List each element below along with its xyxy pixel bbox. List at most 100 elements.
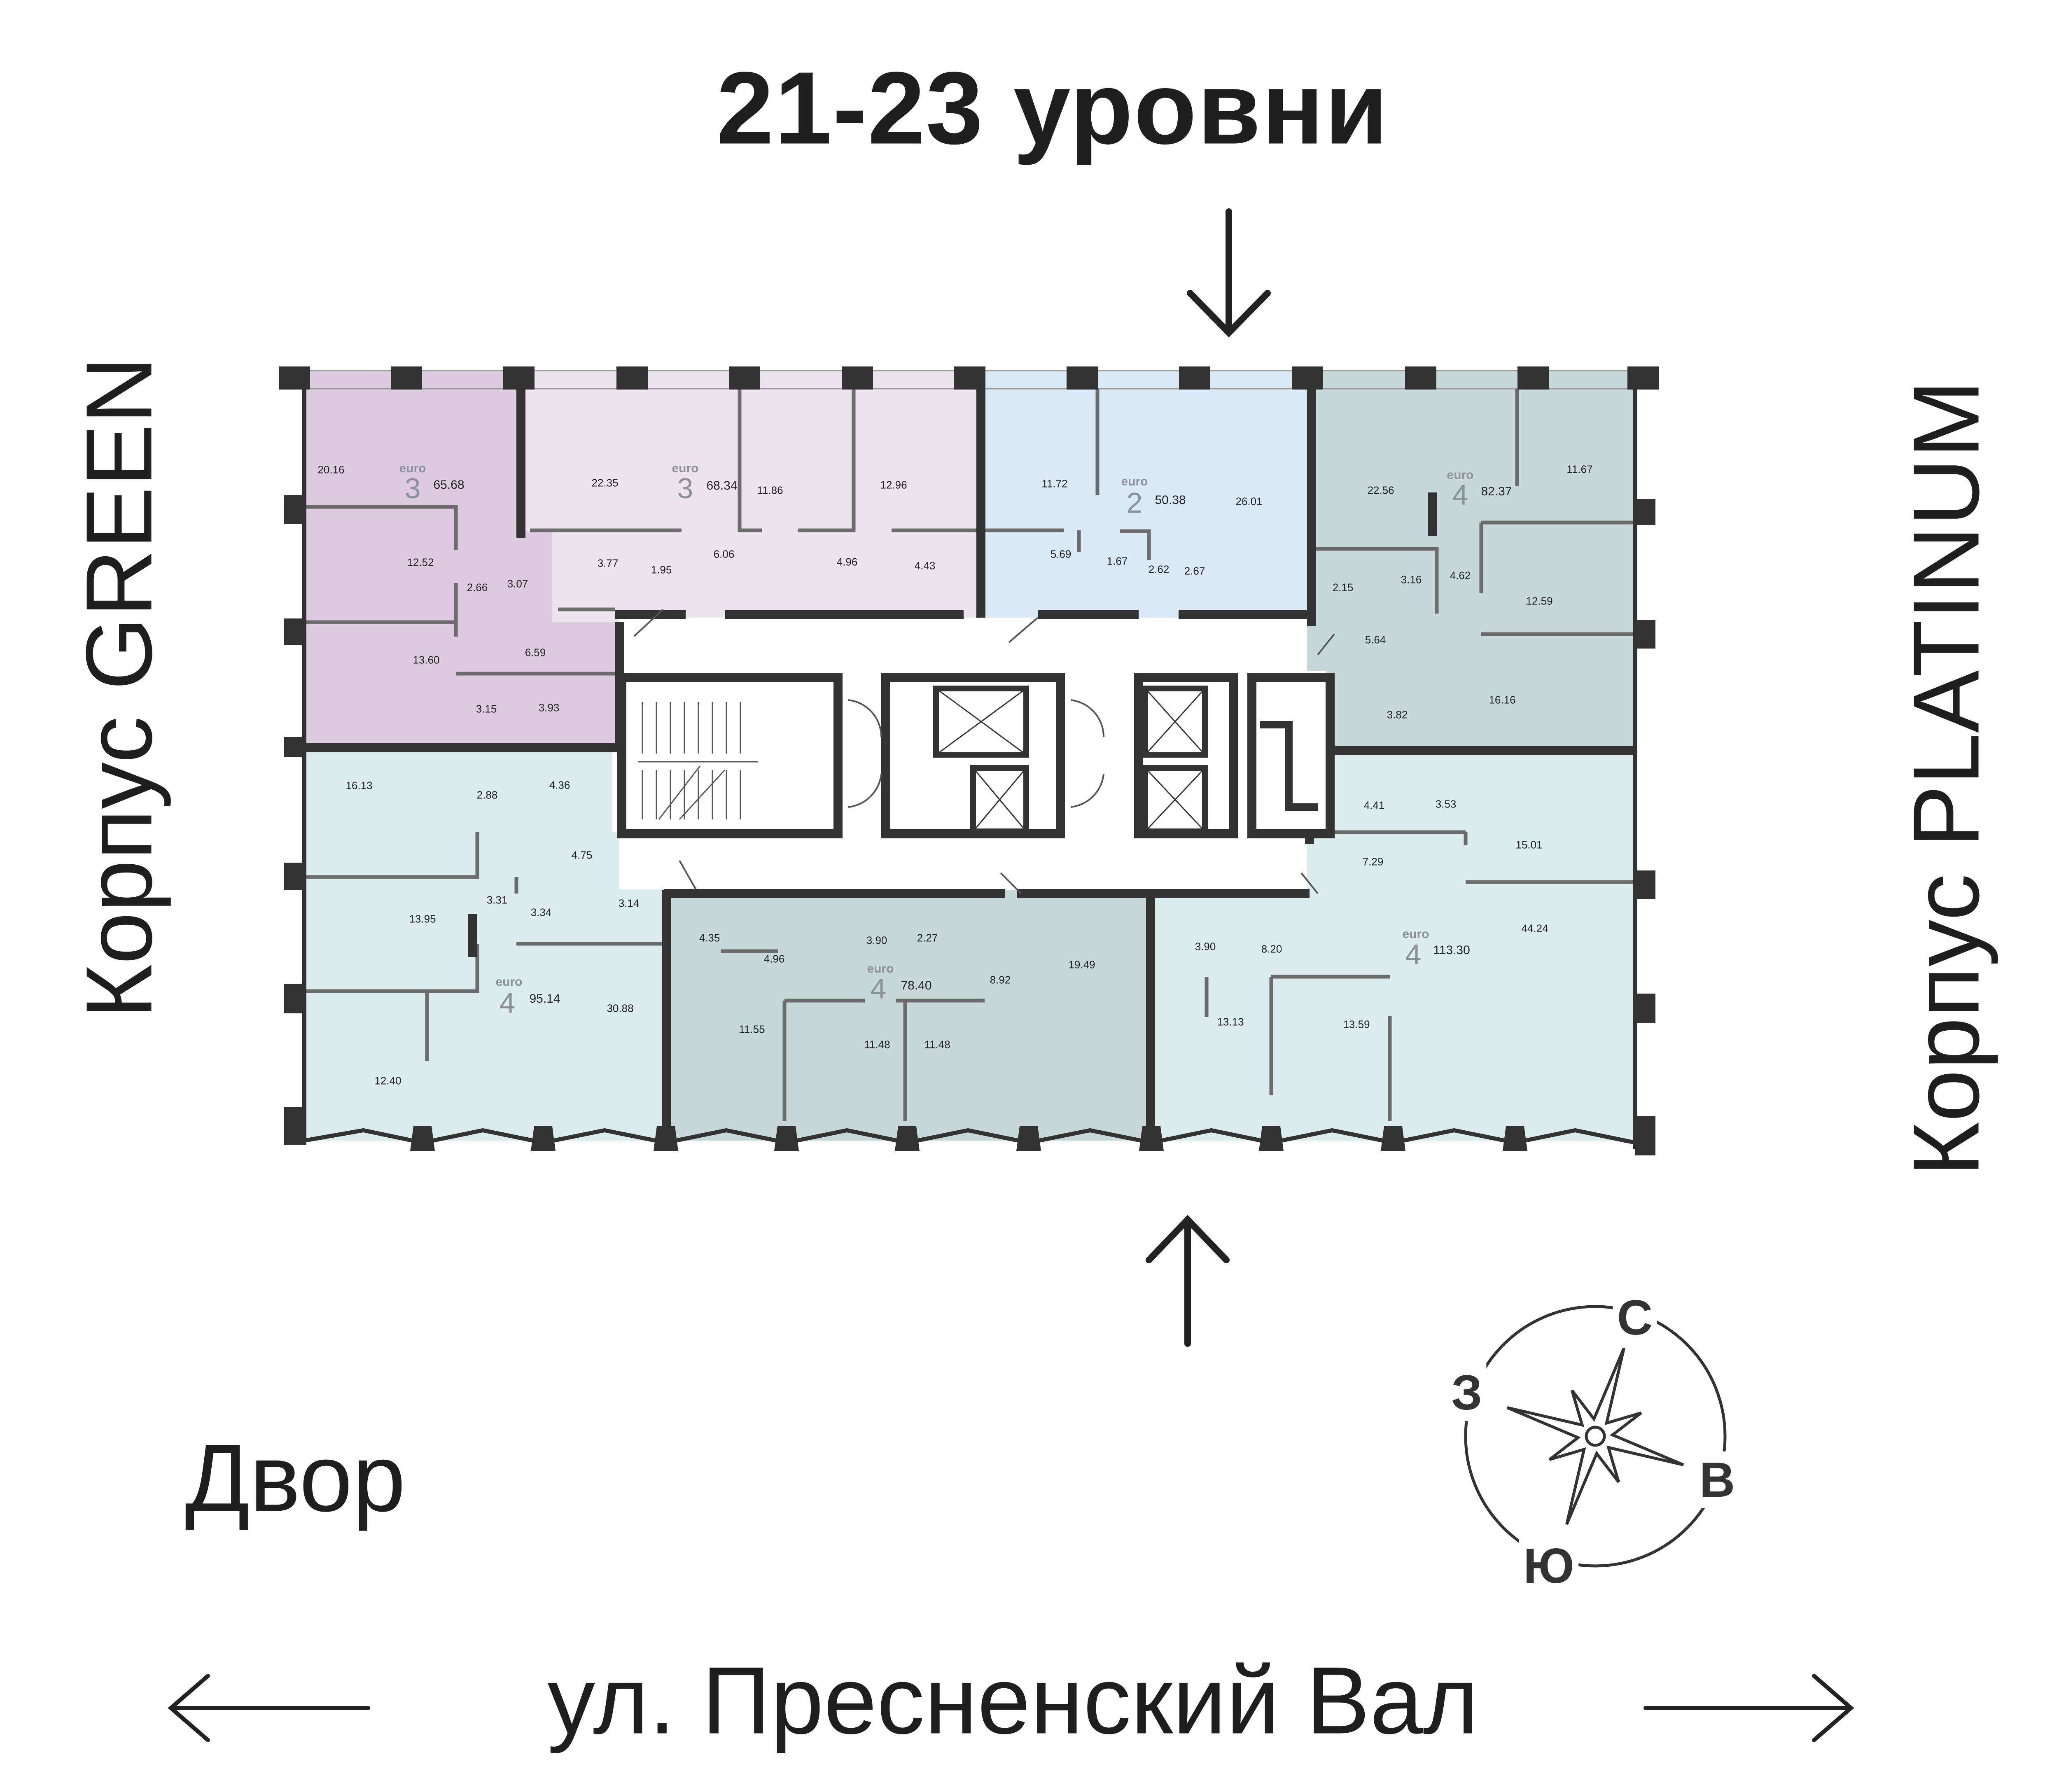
column — [774, 1126, 799, 1151]
room-area-label: 13.95 — [409, 912, 436, 925]
room-area-label: 3.07 — [507, 577, 528, 590]
column — [1635, 870, 1655, 899]
column — [1635, 499, 1655, 525]
room-area-label: 3.90 — [866, 934, 887, 947]
arrow-up-icon — [1146, 1215, 1230, 1347]
room-area-label: 7.29 — [1362, 855, 1384, 868]
room-area-label: 11.48 — [864, 1038, 890, 1051]
apartment-total-area: 50.38 — [1155, 493, 1186, 507]
courtyard-label: Двор — [185, 1425, 406, 1532]
stair-steps — [638, 702, 758, 820]
column — [503, 366, 535, 390]
room-count: 4 — [1452, 479, 1468, 511]
column — [1259, 1126, 1284, 1151]
room-area-label: 3.16 — [1401, 573, 1422, 586]
room-area-label: 20.16 — [317, 463, 345, 476]
column — [1405, 366, 1436, 390]
room-area-label: 4.41 — [1363, 799, 1385, 812]
apartment-total-area: 82.37 — [1481, 485, 1512, 498]
room-area-label: 13.59 — [1343, 1018, 1370, 1031]
column — [654, 1126, 678, 1151]
column — [1139, 1126, 1164, 1151]
column — [616, 366, 648, 390]
apartment-type-label: euro — [399, 462, 426, 475]
apartment-total-area: 113.30 — [1433, 943, 1470, 957]
street-label: ул. Пресненский Вал — [547, 1647, 1479, 1754]
room-area-label: 2.27 — [917, 931, 938, 944]
room-area-label: 1.95 — [651, 563, 672, 576]
room-area-label: 4.43 — [914, 559, 936, 572]
column — [279, 366, 310, 390]
building-right-label: Корпус PLATINUM — [1894, 380, 1999, 1177]
room-area-label: 4.75 — [571, 849, 593, 861]
room-area-label: 4.35 — [699, 931, 720, 944]
apartment-total-area: 78.40 — [901, 979, 932, 992]
room-area-label: 4.62 — [1450, 569, 1471, 582]
room-area-label: 3.14 — [618, 897, 640, 910]
room-area-label: 5.69 — [1050, 548, 1072, 560]
room-area-label: 22.56 — [1367, 484, 1394, 497]
room-area-label: 19.49 — [1068, 958, 1095, 971]
column — [284, 737, 304, 757]
column — [1635, 994, 1655, 1023]
apartment-2-area[interactable] — [521, 371, 977, 622]
room-area-label: 22.35 — [591, 476, 619, 489]
apartment-6-area[interactable] — [304, 743, 668, 1141]
column — [842, 366, 873, 390]
door-swings — [633, 609, 1335, 894]
room-area-label: 4.36 — [549, 779, 570, 791]
column — [1292, 366, 1323, 390]
compass-icon — [1464, 1305, 1727, 1568]
room-area-label: 3.15 — [476, 702, 497, 715]
room-area-label: 11.67 — [1566, 463, 1593, 476]
room-area-label: 15.01 — [1515, 838, 1543, 851]
column — [284, 863, 304, 890]
room-area-label: 2.67 — [1184, 565, 1205, 577]
apartment-1-area[interactable] — [304, 371, 619, 743]
room-area-label: 13.13 — [1217, 1015, 1244, 1028]
elevator-shafts — [933, 686, 1318, 834]
room-area-label: 5.64 — [1365, 633, 1386, 646]
column — [1635, 620, 1655, 649]
room-area-label: 4.96 — [763, 952, 785, 965]
room-area-label: 26.01 — [1235, 495, 1263, 508]
room-area-label: 16.13 — [346, 779, 373, 792]
apartment-total-area: 68.34 — [706, 479, 738, 492]
column — [410, 1126, 435, 1151]
room-area-label: 12.59 — [1526, 595, 1553, 607]
stairwell — [617, 673, 843, 838]
apartment-3-area[interactable] — [977, 371, 1312, 618]
column — [1016, 1126, 1041, 1151]
room-area-label: 11.86 — [757, 484, 783, 497]
room-area-label: 12.52 — [407, 556, 434, 569]
apartment-4-area[interactable] — [1307, 371, 1635, 747]
room-area-label: 8.20 — [1261, 943, 1282, 955]
room-area-label: 2.62 — [1148, 563, 1170, 576]
room-count: 4 — [1405, 938, 1422, 971]
room-area-label: 3.53 — [1435, 798, 1457, 810]
room-area-label: 13.60 — [413, 653, 440, 666]
apartment-type-label: euro — [1447, 468, 1474, 482]
room-count: 3 — [677, 472, 693, 504]
room-area-label: 11.55 — [739, 1023, 765, 1036]
compass-west: З — [1447, 1364, 1487, 1421]
apartment-type-label: euro — [1121, 475, 1148, 488]
room-area-label: 8.92 — [990, 973, 1011, 986]
column — [1381, 1126, 1405, 1151]
column — [729, 366, 760, 390]
column — [284, 1107, 304, 1145]
room-area-label: 1.67 — [1107, 555, 1128, 567]
arrow-left-icon — [168, 1674, 370, 1742]
column — [1179, 366, 1210, 390]
column — [1517, 366, 1549, 390]
room-area-label: 12.40 — [374, 1074, 402, 1087]
room-area-label: 44.24 — [1521, 922, 1548, 935]
room-area-label: 6.06 — [713, 548, 735, 560]
column — [391, 366, 422, 390]
arrow-down-icon — [1187, 208, 1271, 338]
room-area-label: 3.34 — [530, 906, 552, 919]
apartment-5-area[interactable] — [1146, 747, 1635, 1141]
apartment-type-label: euro — [672, 462, 699, 475]
compass-south: Ю — [1519, 1538, 1578, 1594]
